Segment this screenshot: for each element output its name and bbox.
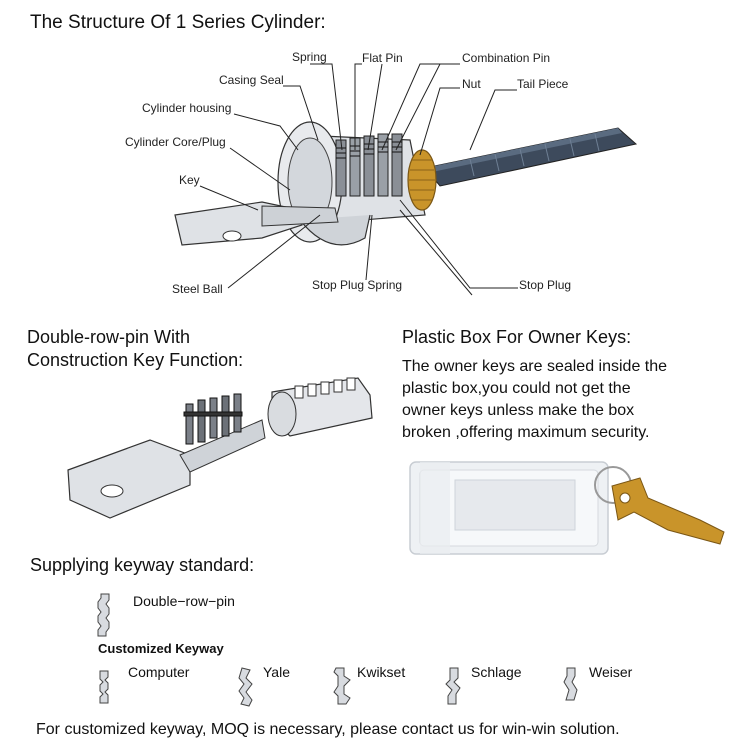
double-row-title-line2: Construction Key Function: [27, 350, 244, 370]
structure-leader-lines [199, 63, 518, 296]
keyway-label-kwikset: Kwikset [357, 664, 406, 680]
label-casing-seal: Casing Seal [219, 73, 284, 87]
construction-pins-illustration [183, 393, 243, 445]
construction-key-illustration [67, 419, 266, 519]
yale-keyway-icon [238, 667, 253, 707]
label-spring: Spring [292, 50, 327, 64]
keyway-label-yale: Yale [263, 664, 290, 680]
customized-keyway-heading: Customized Keyway [98, 641, 224, 656]
plug-illustration [267, 377, 373, 437]
label-steel-ball: Steel Ball [172, 282, 223, 296]
double-row-title-line1: Double-row-pin With [27, 327, 191, 347]
plastic-box-illustration [409, 461, 609, 555]
key-illustration [174, 201, 339, 246]
structure-title: The Structure Of 1 Series Cylinder: [30, 12, 326, 33]
double-row-pin-keyway-icon [97, 593, 110, 637]
weiser-keyway-icon [563, 667, 578, 701]
label-stop-plug: Stop Plug [519, 278, 572, 292]
schlage-keyway-icon [445, 667, 461, 705]
cylinder-structure-diagram [174, 63, 638, 296]
keyway-label-weiser: Weiser [589, 664, 633, 680]
label-nut: Nut [462, 77, 481, 91]
plastic-box-line-1: The owner keys are sealed inside the [402, 358, 668, 375]
plastic-box-line-2: plastic box,you could not get the [402, 380, 631, 397]
keyway-label-computer: Computer [128, 664, 190, 680]
plastic-box-title: Plastic Box For Owner Keys: [402, 327, 632, 347]
double-row-diagram [67, 377, 373, 519]
label-key: Key [179, 173, 200, 187]
tail-piece-illustration [424, 127, 638, 187]
plastic-box-line-4: broken ,offering maximum security. [402, 424, 650, 441]
kwikset-keyway-icon [333, 667, 351, 705]
plastic-box-photo [409, 461, 725, 555]
label-tail-piece: Tail Piece [517, 77, 569, 91]
keyway-icons [97, 593, 578, 707]
label-flat-pin: Flat Pin [362, 51, 403, 65]
keyway-label-double-row-pin: Double−row−pin [133, 593, 235, 609]
pin-stack-illustration [335, 133, 403, 197]
label-cylinder-core: Cylinder Core/Plug [125, 135, 226, 149]
footer-note: For customized keyway, MOQ is necessary,… [36, 721, 620, 738]
computer-keyway-icon [99, 670, 109, 704]
label-combination-pin: Combination Pin [462, 51, 551, 65]
label-cylinder-housing: Cylinder housing [142, 101, 232, 115]
keyway-label-schlage: Schlage [471, 664, 522, 680]
plastic-box-line-3: owner keys unless make the box [402, 402, 635, 419]
keyway-title: Supplying keyway standard: [30, 555, 255, 575]
owner-key-illustration [594, 466, 725, 545]
label-stop-plug-spring: Stop Plug Spring [312, 278, 403, 292]
